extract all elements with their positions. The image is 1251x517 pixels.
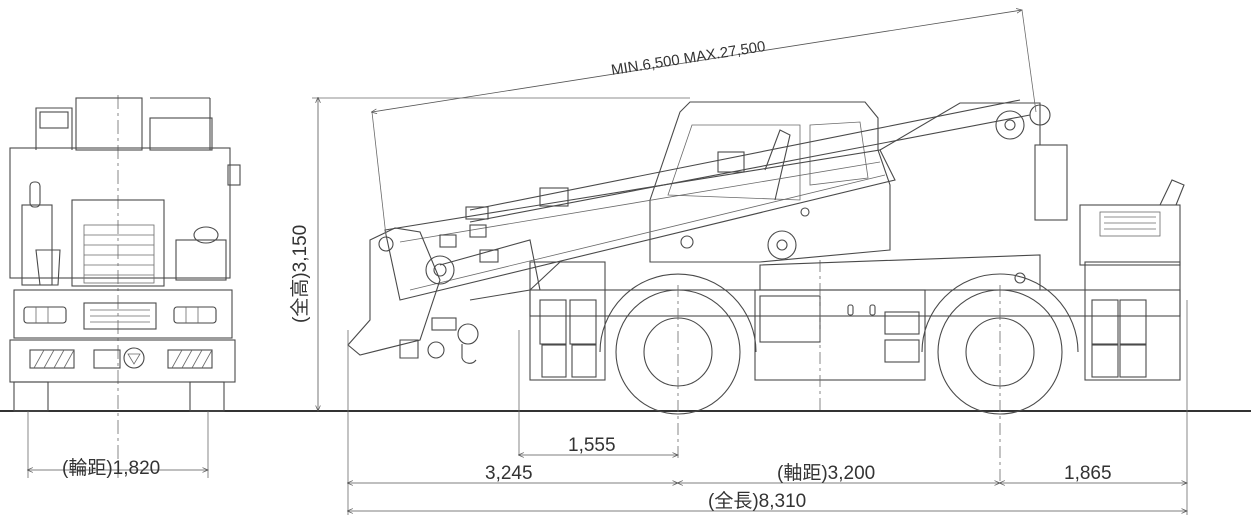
height-label: (全高)3,150 bbox=[289, 225, 311, 323]
side-view bbox=[347, 99, 1185, 485]
dim-1865-label: 1,865 bbox=[1064, 463, 1112, 484]
dim-3245-label: 3,245 bbox=[485, 463, 533, 484]
boom-length-dim-line bbox=[372, 10, 1022, 112]
wheelbase-label: (軸距)3,200 bbox=[777, 462, 875, 484]
front-view bbox=[9, 95, 241, 478]
overall-length-label: (全長)8,310 bbox=[708, 490, 806, 512]
track-width-label: (輪距)1,820 bbox=[62, 457, 160, 479]
dim-1555-label: 1,555 bbox=[568, 435, 616, 456]
boom-length-label: MIN.6,500 MAX.27,500 bbox=[610, 38, 767, 79]
